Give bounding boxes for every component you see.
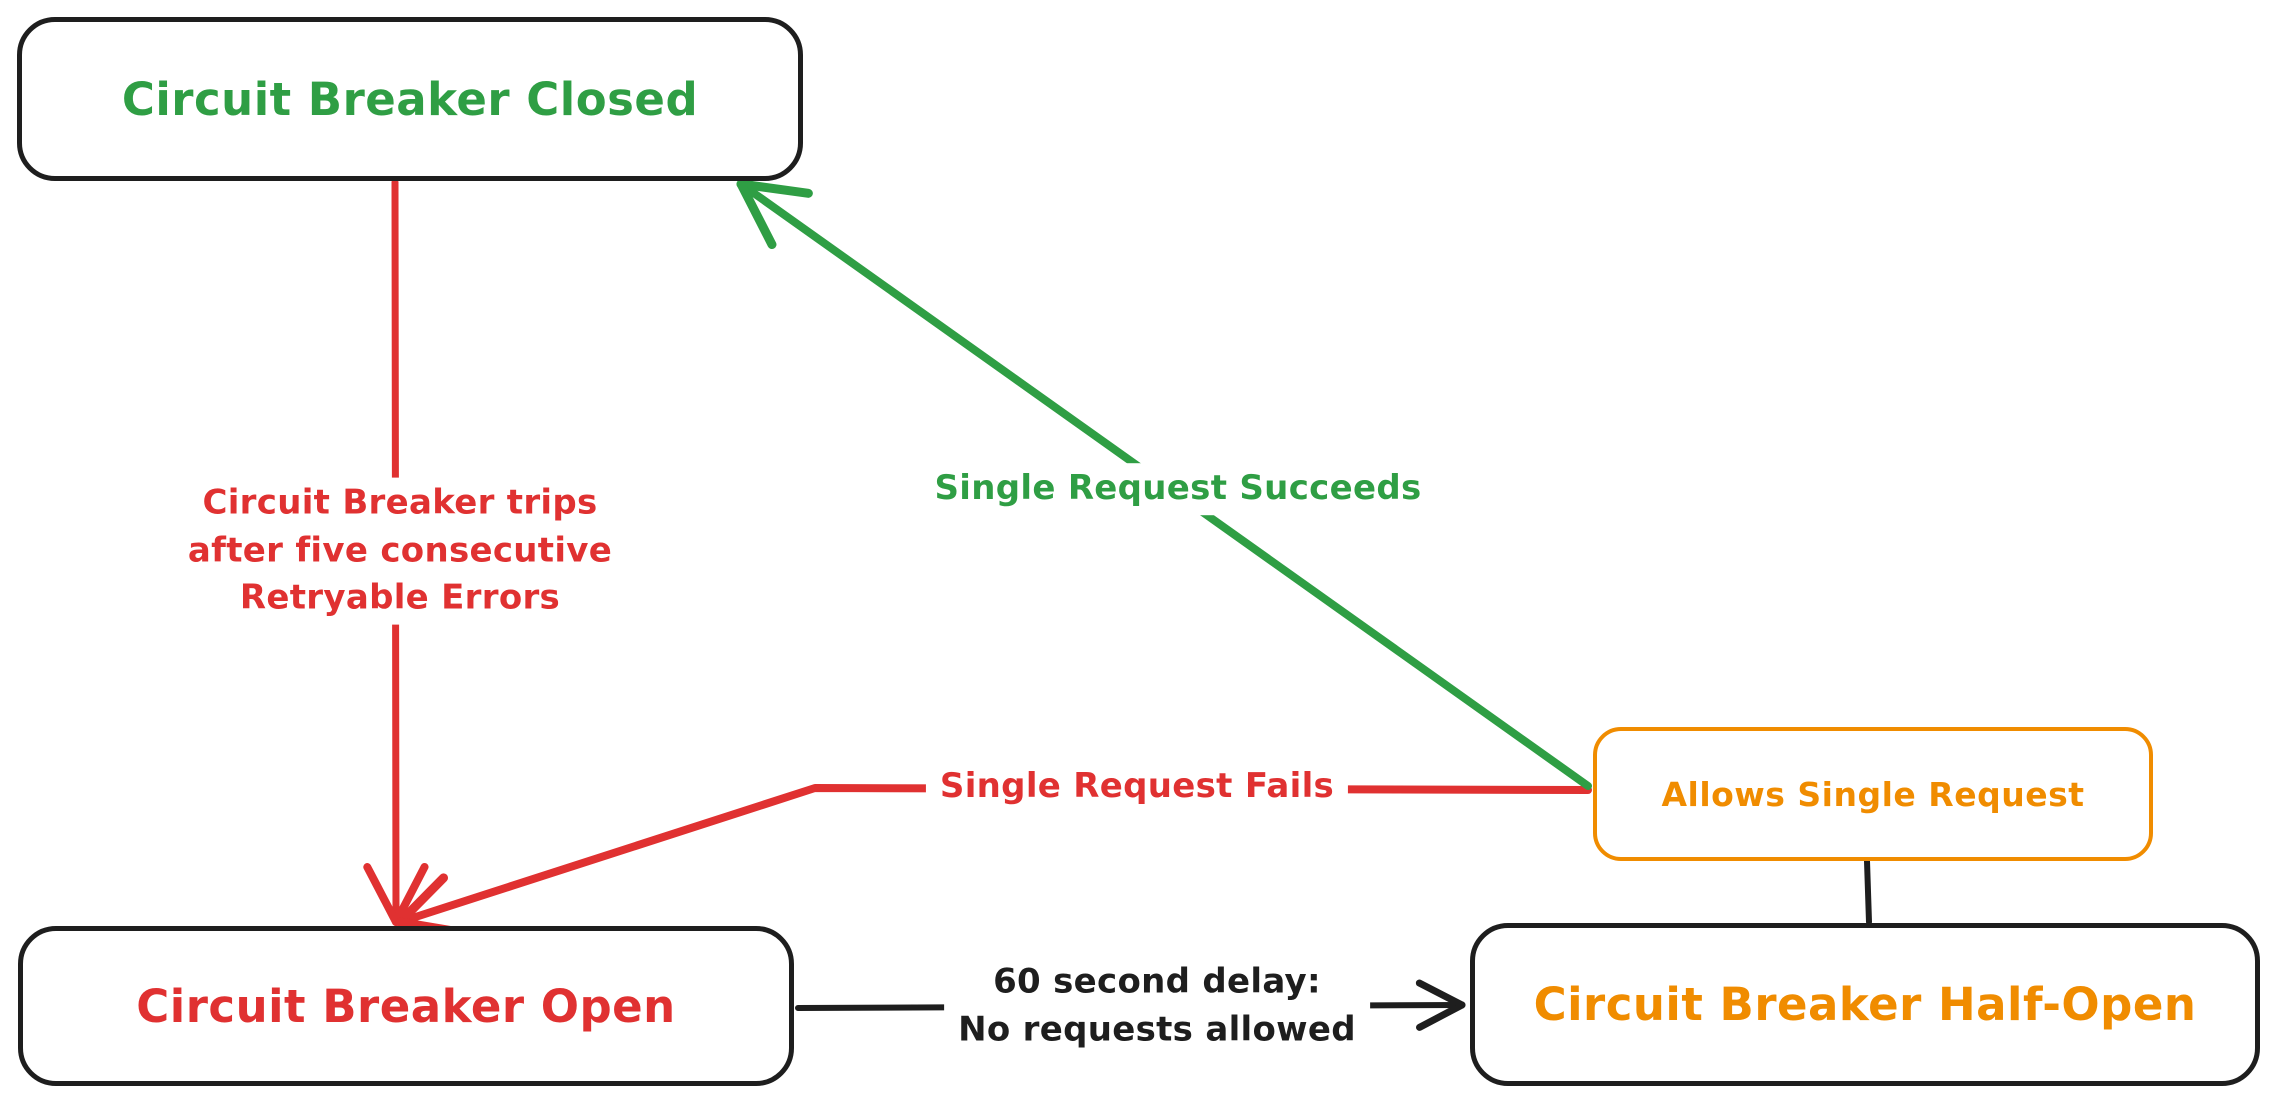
node-allows-label: Allows Single Request: [1661, 774, 2085, 814]
node-half-open-label: Circuit Breaker Half-Open: [1533, 978, 2197, 1031]
node-closed-label: Circuit Breaker Closed: [121, 72, 699, 126]
edge-label-60-second-delay: 60 second delay: No requests allowed: [944, 956, 1370, 1056]
edge-succeeds-arrowhead: [736, 179, 777, 250]
edge-fails-arrowhead: [395, 873, 449, 927]
edge-delay-arrowhead: [1415, 979, 1466, 1009]
edge-label-trips: Circuit Breaker trips after five consecu…: [173, 477, 627, 625]
edge-trips-arrowhead: [392, 862, 429, 926]
node-circuit-breaker-half-open: Circuit Breaker Half-Open: [1470, 923, 2260, 1086]
edge-label-single-request-succeeds: Single Request Succeeds: [920, 463, 1436, 515]
node-allows-single-request: Allows Single Request: [1593, 727, 2153, 861]
edge-succeeds-arrowhead: [736, 179, 813, 198]
edge-delay-arrowhead: [1416, 1001, 1466, 1031]
node-circuit-breaker-closed: Circuit Breaker Closed: [17, 17, 803, 181]
edge-half-open-link-line: [1864, 858, 1872, 925]
node-open-label: Circuit Breaker Open: [136, 979, 676, 1033]
edge-label-single-request-fails: Single Request Fails: [925, 761, 1349, 813]
node-circuit-breaker-open: Circuit Breaker Open: [18, 926, 794, 1086]
edge-trips-arrowhead: [363, 863, 400, 926]
